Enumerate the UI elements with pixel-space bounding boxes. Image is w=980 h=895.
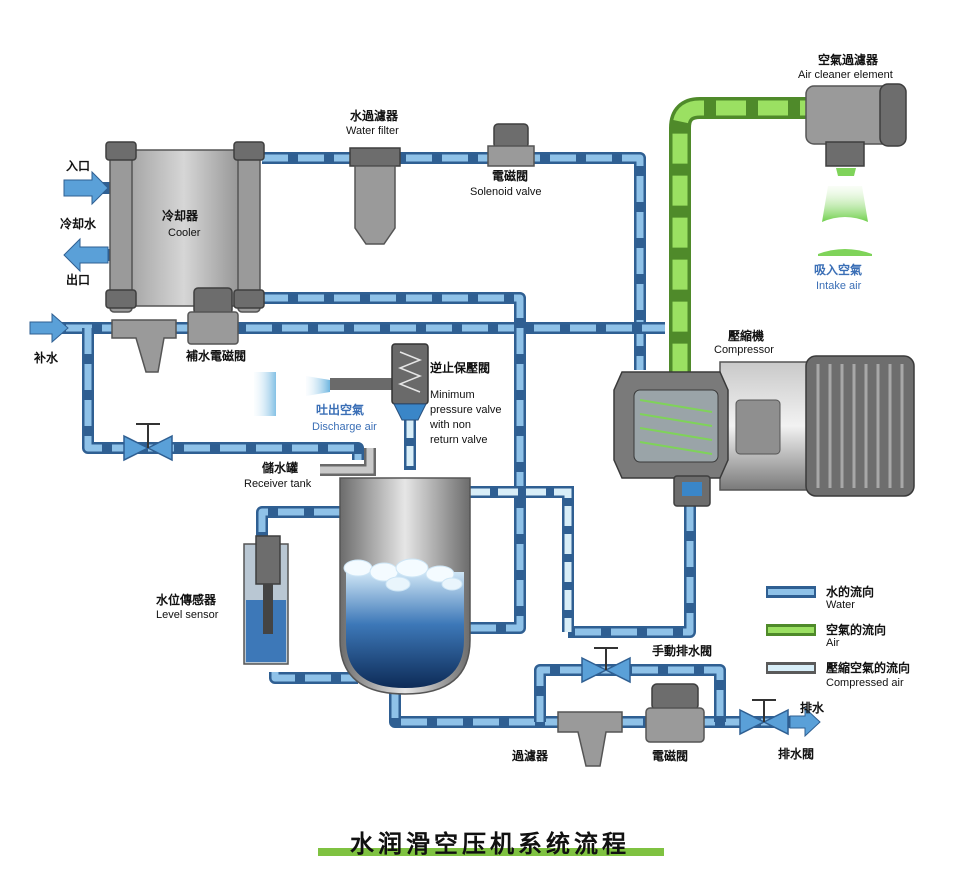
check-valve-label-en-4: return valve — [430, 434, 487, 446]
bottom-solenoid-label: 電磁閥 — [652, 748, 688, 763]
drain-valve — [739, 699, 789, 736]
discharge-label-en: Discharge air — [312, 421, 377, 433]
legend-water — [766, 586, 816, 598]
water-filter-label-cn: 水過濾器 — [350, 108, 399, 123]
flow-arrows — [29, 170, 821, 738]
y-strainer — [111, 319, 177, 373]
level-sensor-label-cn: 水位傳感器 — [156, 592, 217, 607]
legend-air-en: Air — [826, 637, 840, 649]
inlet-label: 入口 — [66, 159, 90, 173]
makeup-solenoid-label: 補水電磁閥 — [185, 348, 246, 363]
receiver-label-cn: 儲水罐 — [262, 460, 298, 475]
cooler-label-en: Cooler — [168, 227, 201, 239]
cooler-label-cn: 冷却器 — [162, 208, 199, 223]
air-cleaner — [805, 83, 907, 167]
makeup-arrow — [29, 312, 69, 344]
legend-air-cn: 空氣的流向 — [826, 622, 886, 637]
compressor-label-en: Compressor — [714, 344, 774, 356]
solenoid-label-cn: 電磁閥 — [492, 168, 528, 183]
discharge-label-cn: 吐出空氣 — [316, 402, 364, 417]
makeup-solenoid-valve — [187, 287, 239, 345]
makeup-water-label: 补水 — [33, 350, 59, 365]
solenoid-valve-top — [487, 123, 535, 167]
outlet-label: 出口 — [66, 272, 90, 287]
compressor-label-cn: 壓縮機 — [728, 328, 764, 343]
diagram-title: 水润滑空压机系统流程 — [350, 830, 630, 858]
legend-compressed-cn: 壓縮空氣的流向 — [826, 660, 910, 675]
bottom-filter — [557, 711, 623, 767]
drain-valve-label: 排水閥 — [778, 746, 814, 761]
manual-drain-label: 手動排水閥 — [652, 643, 712, 658]
legend — [766, 586, 816, 674]
check-valve-label-en-3: with non — [429, 419, 471, 431]
bottom-filter-label: 過濾器 — [511, 748, 549, 763]
air-intake-pipe — [669, 97, 830, 380]
cooler — [105, 141, 265, 313]
air-cleaner-label-cn: 空氣過濾器 — [818, 52, 879, 67]
level-sensor — [243, 535, 289, 665]
title-underline-bar — [318, 848, 664, 856]
min-pressure-valve — [391, 343, 429, 421]
legend-compressed-en: Compressed air — [826, 677, 904, 689]
solenoid-label-en: Solenoid valve — [470, 186, 542, 198]
legend-compressed — [766, 662, 816, 674]
intake-label-en: Intake air — [816, 280, 862, 292]
receiver-label-en: Receiver tank — [244, 478, 312, 490]
manual-drain-valve — [581, 647, 631, 684]
discharge-air — [254, 372, 330, 416]
bottom-solenoid-valve — [645, 683, 705, 743]
level-sensor-label-en: Level sensor — [156, 609, 219, 621]
outlet-arrow — [63, 237, 109, 273]
receiver-tank — [339, 477, 471, 695]
intake-air — [818, 168, 872, 256]
bypass-valve — [123, 423, 173, 462]
drain-label: 排水 — [800, 700, 825, 715]
cooling-water-label: 冷却水 — [60, 216, 97, 231]
check-valve-label-cn: 逆止保壓閥 — [430, 360, 490, 375]
legend-water-en: Water — [826, 599, 855, 611]
compressor-unit — [613, 355, 915, 507]
inlet-arrow — [63, 170, 109, 206]
air-cleaner-label-en: Air cleaner element — [798, 69, 893, 81]
legend-water-cn: 水的流向 — [826, 584, 874, 599]
water-filter-label-en: Water filter — [346, 125, 399, 137]
drain-arrow — [789, 706, 821, 738]
legend-air — [766, 624, 816, 636]
intake-label-cn: 吸入空氣 — [814, 262, 862, 277]
water-filter — [349, 147, 401, 245]
check-valve-label-en-2: pressure valve — [430, 404, 502, 416]
check-valve-label-en-1: Minimum — [430, 389, 475, 401]
